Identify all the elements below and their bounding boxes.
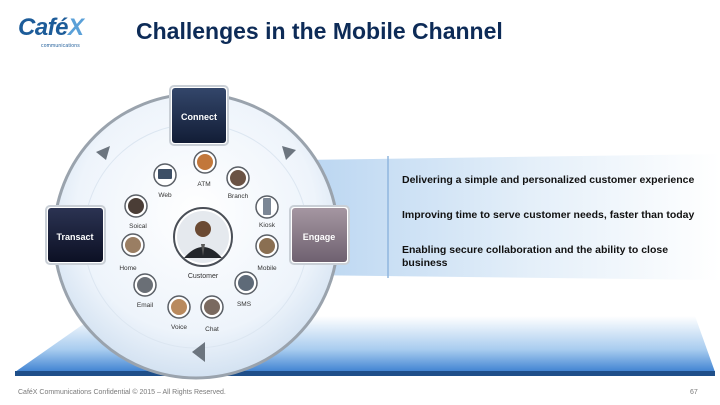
mobile-icon bbox=[259, 238, 275, 254]
chat-icon bbox=[204, 299, 220, 315]
channel-label-voice: Voice bbox=[171, 324, 187, 331]
branch-icon bbox=[230, 170, 246, 186]
customer-node bbox=[173, 207, 233, 267]
atm-icon bbox=[197, 154, 213, 170]
customer-label: Customer bbox=[188, 273, 219, 280]
logo-subtitle: communications bbox=[41, 43, 80, 49]
channel-label-mobile: Mobile bbox=[257, 265, 277, 272]
web-icon bbox=[158, 169, 172, 179]
channel-web: Web bbox=[153, 163, 177, 199]
cafex-logo: CaféX communications bbox=[18, 14, 100, 54]
engage-box: Engage bbox=[289, 205, 350, 265]
bullet-1: Delivering a simple and personalized cus… bbox=[402, 174, 695, 186]
channel-mobile: Mobile bbox=[255, 234, 279, 272]
channel-label-sms: SMS bbox=[237, 301, 252, 308]
channel-label-atm: ATM bbox=[197, 181, 210, 188]
platform-edge bbox=[15, 371, 715, 376]
social-icon bbox=[128, 198, 144, 214]
sms-icon bbox=[238, 275, 254, 291]
email-icon bbox=[137, 277, 153, 293]
channel-label-web: Web bbox=[158, 192, 172, 199]
kiosk-icon bbox=[263, 198, 271, 215]
bullet-3: Enabling secure collaboration and the ab… bbox=[402, 244, 669, 269]
channel-email: Email bbox=[133, 273, 157, 309]
channel-label-kiosk: Kiosk bbox=[259, 222, 276, 229]
page-number: 67 bbox=[690, 389, 698, 396]
benefits-panel: Delivering a simple and personalized cus… bbox=[388, 160, 708, 280]
channel-chat: Chat bbox=[200, 295, 224, 333]
footer-confidential: CaféX Communications Confidential © 2015… bbox=[18, 389, 226, 396]
transact-box: Transact bbox=[45, 205, 106, 265]
channel-sms: SMS bbox=[234, 271, 258, 308]
channel-label-social: Soical bbox=[129, 223, 147, 230]
channel-social: Soical bbox=[124, 194, 148, 230]
engage-label: Engage bbox=[303, 232, 336, 242]
home-icon bbox=[125, 237, 141, 253]
logo-wordmark: CaféX bbox=[18, 14, 84, 41]
channel-home: Home bbox=[119, 233, 145, 272]
slide-title: Challenges in the Mobile Channel bbox=[136, 18, 503, 44]
connect-label: Connect bbox=[181, 112, 217, 122]
channel-voice: Voice bbox=[167, 295, 191, 331]
arrow-bottom-icon bbox=[192, 342, 205, 362]
channel-atm: ATM bbox=[193, 150, 217, 188]
text-panel-bg bbox=[300, 154, 720, 280]
channel-kiosk: Kiosk bbox=[255, 195, 279, 229]
voice-icon bbox=[171, 299, 187, 315]
connect-box: Connect bbox=[169, 85, 229, 146]
cycle-arrows bbox=[96, 146, 296, 362]
channel-label-chat: Chat bbox=[205, 326, 219, 333]
channel-label-email: Email bbox=[137, 302, 154, 309]
bullet-2: Improving time to serve customer needs, … bbox=[402, 209, 695, 221]
transact-label: Transact bbox=[56, 232, 93, 242]
channel-label-home: Home bbox=[119, 265, 137, 272]
arrow-top-right-icon bbox=[282, 146, 296, 160]
channel-label-branch: Branch bbox=[228, 193, 249, 200]
arrow-top-left-icon bbox=[96, 146, 110, 160]
channel-branch: Branch bbox=[226, 166, 250, 200]
